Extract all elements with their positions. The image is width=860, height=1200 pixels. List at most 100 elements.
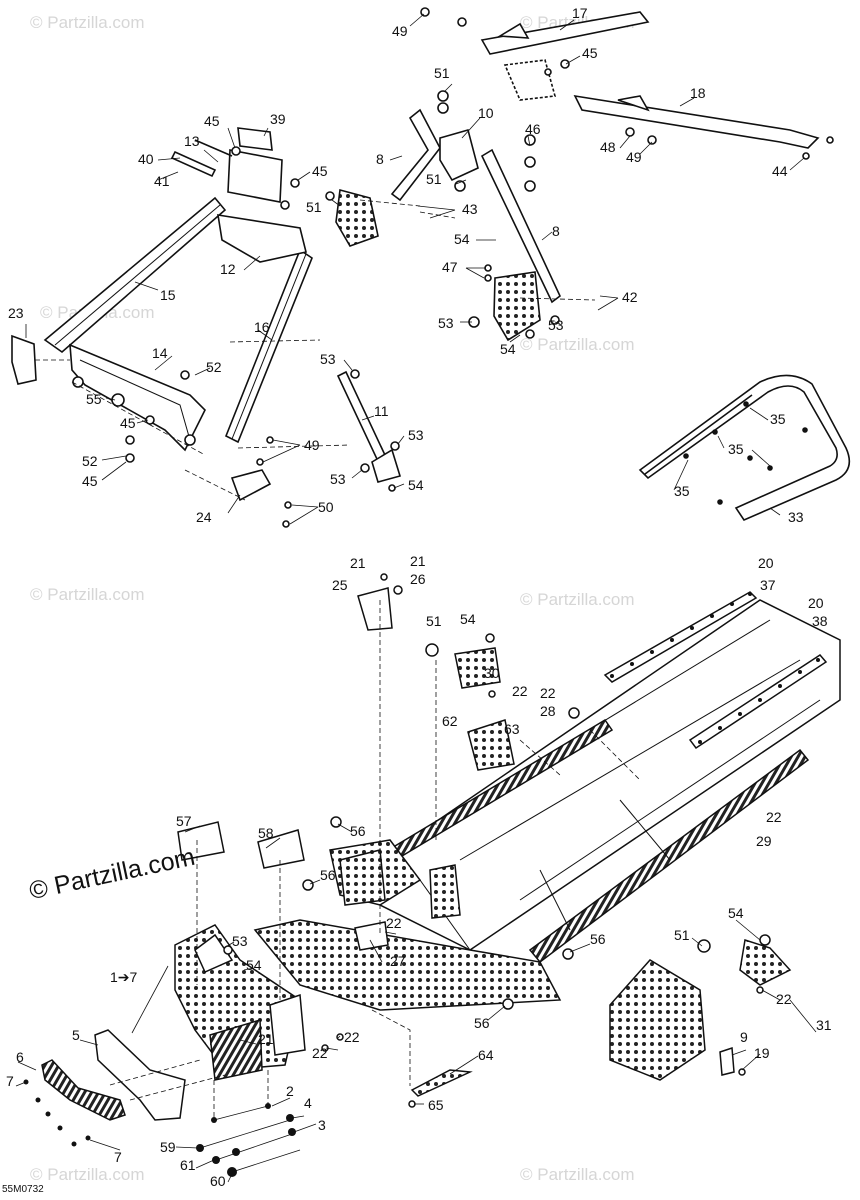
callout-label: 14 [152, 345, 168, 361]
callout-label: 64 [478, 1047, 494, 1063]
watermark: © Partzilla.com [520, 335, 635, 354]
rear-bumper [638, 374, 851, 522]
callout-label: 44 [772, 163, 788, 179]
callout-label: 45 [82, 473, 98, 489]
callout-label: 54 [460, 611, 476, 627]
callout-label: 22 [344, 1029, 360, 1045]
callout-label: 24 [196, 509, 212, 525]
callout-label: 45 [582, 45, 598, 61]
callout-label: 18 [690, 85, 706, 101]
callout-label: 37 [760, 577, 776, 593]
callout-label: 53 [320, 351, 336, 367]
callout-label: 20 [758, 555, 774, 571]
callout-label: 51 [426, 613, 442, 629]
callout-label: 5 [72, 1027, 80, 1043]
callout-label: 56 [474, 1015, 490, 1031]
watermark: © Partzilla.com [30, 585, 145, 604]
callout-labels: 17 49 45 51 18 10 39 45 46 13 48 49 40 8… [6, 5, 832, 1189]
callout-label: 54 [246, 957, 262, 973]
callout-label: 22 [386, 915, 402, 931]
callout-label: 39 [270, 111, 286, 127]
callout-label: 54 [728, 905, 744, 921]
upper-arm-leaders [409, 13, 805, 171]
link-leaders [343, 359, 405, 489]
callout-label: 52 [82, 453, 98, 469]
rear-arm-leaders [331, 83, 619, 343]
callout-label: 29 [756, 833, 772, 849]
callout-label: 26 [410, 571, 426, 587]
callout-label: 61 [180, 1157, 196, 1173]
callout-label: 53 [548, 317, 564, 333]
callout-label: 11 [374, 403, 389, 419]
callout-label: 49 [392, 23, 408, 39]
callout-label: 4 [304, 1095, 312, 1111]
rear-arm-dashes [359, 199, 596, 301]
callout-label: 31 [816, 1017, 832, 1033]
callout-label: 19 [754, 1045, 770, 1061]
callout-label: 3 [318, 1117, 326, 1133]
callout-label: 57 [176, 813, 192, 829]
front-arm-leader-lines [35, 339, 351, 501]
callout-label: 51 [306, 199, 322, 215]
callout-label: 50 [318, 499, 334, 515]
callout-label: 2 [286, 1083, 294, 1099]
callout-label: 53 [232, 933, 248, 949]
callout-label: 53 [330, 471, 346, 487]
callout-label: 6 [16, 1049, 24, 1065]
callout-label: 51 [674, 927, 690, 943]
callout-label: 22 [540, 685, 556, 701]
callout-label: 54 [500, 341, 516, 357]
callout-label: 45 [312, 163, 328, 179]
callout-label: 21 [258, 1031, 274, 1047]
callout-label: 35 [728, 441, 744, 457]
callout-label: 23 [8, 305, 24, 321]
watermark: © Partzilla.com [520, 590, 635, 609]
callout-label: 49 [304, 437, 320, 453]
diagram-reference-code: 55M0732 [2, 1184, 44, 1195]
callout-label: 35 [770, 411, 786, 427]
front-arm-leaders [25, 127, 319, 525]
callout-label: 22 [512, 683, 528, 699]
callout-label: 51 [426, 171, 442, 187]
callout-label: 22 [312, 1045, 328, 1061]
callout-label: 58 [258, 825, 274, 841]
watermark: © Partzilla.com [520, 1165, 635, 1184]
watermarks: © Partzilla.com © Partzilla.com © Partzi… [30, 13, 635, 1184]
callout-label: 47 [442, 259, 458, 275]
callout-label: 7 [114, 1149, 122, 1165]
callout-label: 10 [478, 105, 494, 121]
callout-label: 41 [154, 173, 170, 189]
callout-label: 22 [776, 991, 792, 1007]
callout-label: 62 [442, 713, 458, 729]
upper-arm-assembly [420, 7, 834, 160]
callout-label: 22 [766, 809, 782, 825]
callout-label: 7 [6, 1073, 14, 1089]
callout-label: 21 [410, 553, 426, 569]
watermark: © Partzilla.com [30, 1165, 145, 1184]
callout-label: 30 [484, 665, 500, 681]
lower-fasteners [23, 1079, 296, 1177]
callout-label: 59 [160, 1139, 176, 1155]
callout-label: 25 [332, 577, 348, 593]
callout-label: 63 [504, 721, 520, 737]
callout-label: 45 [204, 113, 220, 129]
callout-label: 55 [86, 391, 102, 407]
lower-leaders [15, 823, 817, 1183]
callout-label: 12 [220, 261, 236, 277]
lower-dashed-lines [109, 600, 641, 1120]
link-rod [336, 369, 402, 492]
callout-label: 53 [408, 427, 424, 443]
bumper-leaders [673, 407, 781, 516]
callout-label: 60 [210, 1173, 226, 1189]
callout-label: 13 [184, 133, 200, 149]
callout-label: 8 [552, 223, 560, 239]
callout-label: 45 [120, 415, 136, 431]
callout-label: 8 [376, 151, 384, 167]
front-frame-parts [41, 573, 792, 1121]
callout-label: 54 [454, 231, 470, 247]
callout-label: 9 [740, 1029, 748, 1045]
callout-label: 52 [206, 359, 222, 375]
callout-label: 17 [572, 5, 588, 21]
callout-label: 56 [350, 823, 366, 839]
